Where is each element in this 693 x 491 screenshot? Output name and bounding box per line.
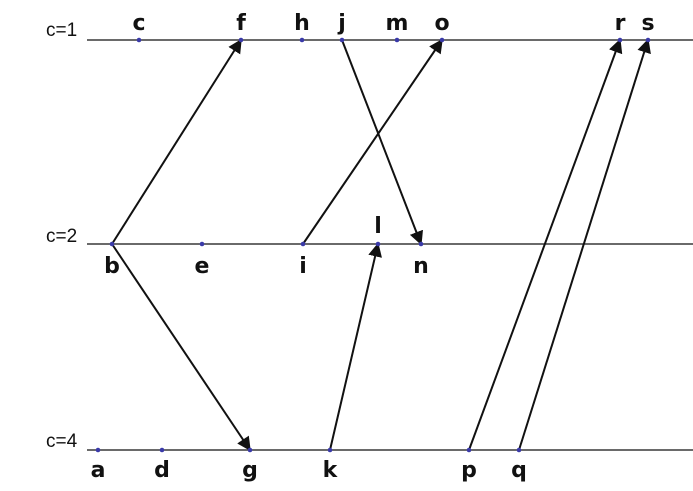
event-label-r: r: [615, 11, 626, 36]
event-dot-o: [439, 37, 445, 43]
lane-label-c2: c=2: [46, 226, 77, 247]
event-label-j: j: [337, 11, 346, 36]
event-dot-i: [300, 241, 306, 247]
event-dot-j: [339, 37, 345, 43]
lane-label-c4: c=4: [46, 431, 78, 452]
event-label-c: c: [132, 11, 145, 36]
event-label-o: o: [434, 11, 449, 36]
event-dot-d: [159, 447, 165, 453]
event-dot-a: [95, 447, 101, 453]
event-dot-r: [617, 37, 623, 43]
event-dot-q: [516, 447, 522, 453]
event-label-g: g: [242, 458, 258, 483]
event-label-f: f: [236, 11, 246, 36]
event-dot-f: [238, 37, 244, 43]
event-label-i: i: [299, 254, 307, 279]
event-dot-h: [299, 37, 305, 43]
event-label-l: l: [374, 214, 382, 239]
event-label-e: e: [195, 254, 210, 279]
message-arrow-b-to-g: [111, 243, 251, 452]
message-arrow-k-to-l: [329, 242, 382, 451]
event-dot-c: [136, 37, 142, 43]
event-label-s: s: [641, 11, 654, 36]
event-label-p: p: [461, 458, 477, 483]
event-label-d: d: [154, 458, 170, 483]
messages-layer: [111, 38, 651, 452]
event-dot-m: [394, 37, 400, 43]
event-dot-k: [327, 447, 333, 453]
event-dot-p: [466, 447, 472, 453]
message-arrow-j-to-n: [341, 39, 423, 246]
event-label-a: a: [91, 458, 106, 483]
event-label-h: h: [294, 11, 310, 36]
event-dot-g: [247, 447, 253, 453]
event-label-b: b: [104, 254, 120, 279]
event-dot-e: [199, 241, 205, 247]
message-arrow-q-to-s: [518, 38, 651, 451]
message-arrow-i-to-o: [302, 38, 443, 245]
event-label-m: m: [386, 11, 409, 36]
event-dot-n: [418, 241, 424, 247]
event-dot-l: [375, 241, 381, 247]
message-arrow-b-to-f: [111, 38, 242, 245]
event-label-k: k: [323, 458, 339, 483]
event-label-n: n: [413, 254, 429, 279]
message-arrow-p-to-r: [468, 38, 623, 451]
event-dots-layer: [95, 37, 651, 453]
event-label-q: q: [511, 458, 527, 483]
event-dot-b: [109, 241, 115, 247]
lane-label-c1: c=1: [46, 20, 77, 41]
event-dot-s: [645, 37, 651, 43]
